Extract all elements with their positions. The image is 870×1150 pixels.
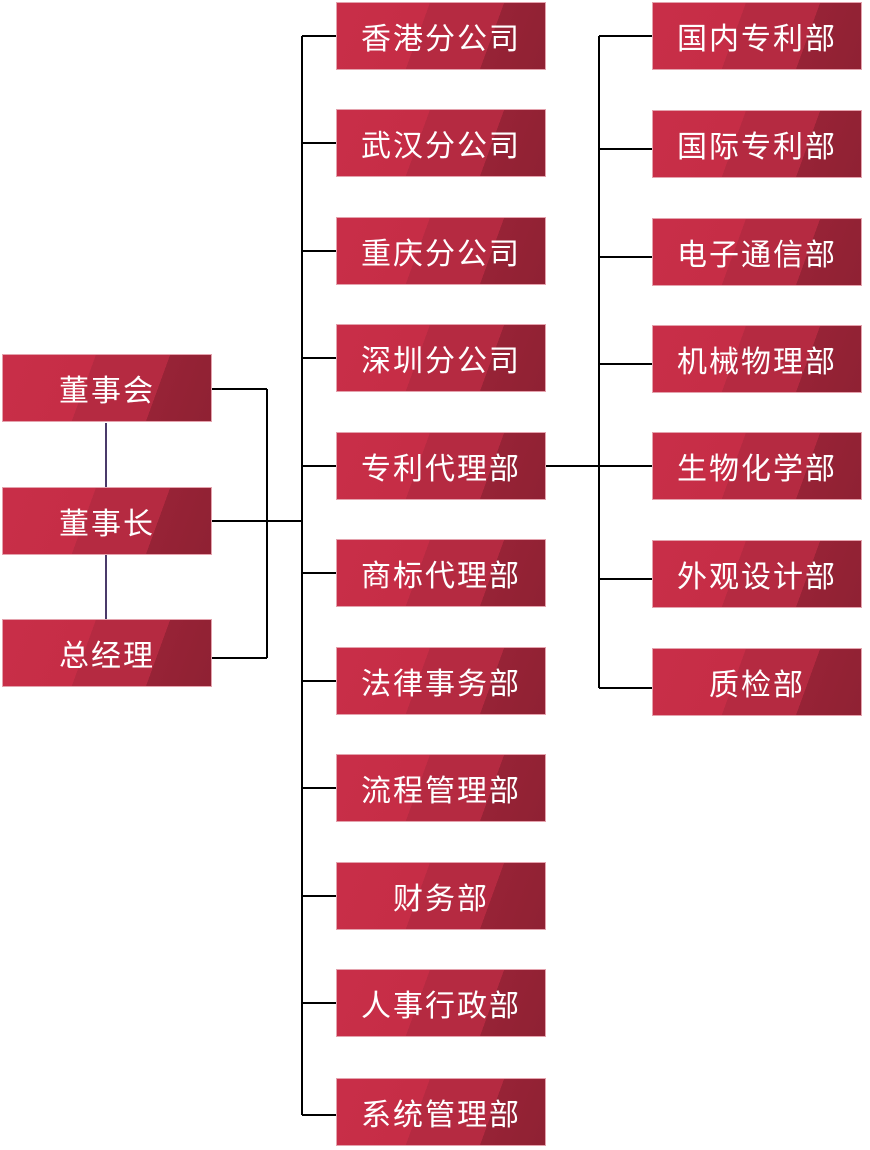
node-department: 财务部	[336, 862, 546, 930]
node-label: 国内专利部	[677, 22, 837, 57]
node-label: 系统管理部	[361, 1098, 521, 1133]
node-label: 电子通信部	[677, 238, 837, 273]
node-department: 流程管理部	[336, 754, 546, 822]
node-label: 董事会	[59, 374, 155, 409]
node-department: 商标代理部	[336, 539, 546, 607]
node-label: 专利代理部	[361, 452, 521, 487]
node-subdepartment: 质检部	[652, 648, 862, 716]
node-department: 系统管理部	[336, 1078, 546, 1146]
node-subdepartment: 国内专利部	[652, 2, 862, 70]
node-label: 国际专利部	[677, 130, 837, 165]
node-label: 质检部	[709, 668, 805, 703]
node-label: 机械物理部	[677, 345, 837, 380]
node-subdepartment: 国际专利部	[652, 110, 862, 178]
node-label: 流程管理部	[361, 774, 521, 809]
node-department: 法律事务部	[336, 647, 546, 715]
node-label: 财务部	[393, 882, 489, 917]
node-label: 重庆分公司	[361, 237, 521, 272]
node-subdepartment: 机械物理部	[652, 325, 862, 393]
node-label: 外观设计部	[677, 560, 837, 595]
node-general-manager: 总经理	[2, 619, 212, 687]
node-label: 总经理	[59, 639, 155, 674]
node-label: 董事长	[59, 507, 155, 542]
node-label: 生物化学部	[677, 452, 837, 487]
node-department: 深圳分公司	[336, 324, 546, 392]
node-label: 商标代理部	[361, 559, 521, 594]
node-label: 武汉分公司	[361, 129, 521, 164]
node-department: 人事行政部	[336, 969, 546, 1037]
node-subdepartment: 电子通信部	[652, 218, 862, 286]
node-label: 法律事务部	[361, 667, 521, 702]
node-department: 香港分公司	[336, 2, 546, 70]
node-label: 人事行政部	[361, 989, 521, 1024]
node-board-of-directors: 董事会	[2, 354, 212, 422]
node-chairman: 董事长	[2, 487, 212, 555]
node-department: 专利代理部	[336, 432, 546, 500]
node-label: 深圳分公司	[361, 344, 521, 379]
node-subdepartment: 生物化学部	[652, 432, 862, 500]
node-department: 武汉分公司	[336, 109, 546, 177]
node-subdepartment: 外观设计部	[652, 540, 862, 608]
node-label: 香港分公司	[361, 22, 521, 57]
node-department: 重庆分公司	[336, 217, 546, 285]
